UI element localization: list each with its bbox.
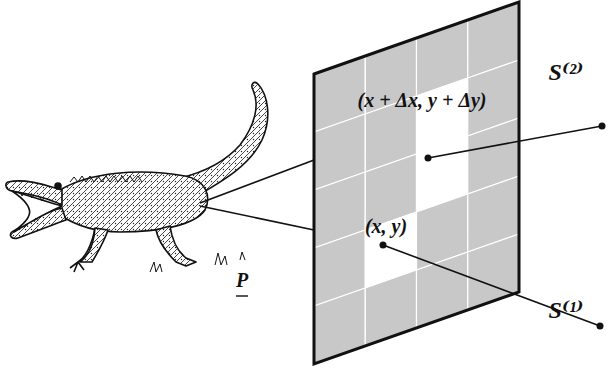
point-label: P [236, 270, 248, 290]
ray-line [428, 126, 602, 158]
pixel-point [380, 242, 387, 249]
ray-line [200, 160, 314, 203]
plane-border [314, 2, 519, 364]
grid-cell [417, 252, 468, 328]
coordinate-label: (x + Δx, y + Δy) [358, 90, 487, 110]
sensor-point [599, 123, 606, 130]
grid-cell [314, 288, 365, 364]
crocodile [6, 82, 268, 272]
label-underline [236, 295, 248, 296]
sensor-label: S⁽¹⁾ [549, 298, 584, 322]
coordinate-label: (x, y) [365, 216, 407, 236]
grid-cell [468, 234, 519, 310]
ray-line [200, 206, 314, 230]
pixel-point [425, 155, 432, 162]
grid-cell [365, 270, 416, 346]
sensor-point [597, 323, 604, 330]
image-plane [314, 2, 519, 364]
ray-line [383, 245, 600, 326]
sensor-label: S⁽²⁾ [549, 60, 584, 84]
